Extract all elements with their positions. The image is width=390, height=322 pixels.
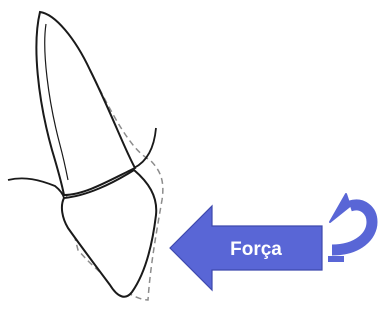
curved-arrow-tail xyxy=(328,256,344,262)
force-arrow: Força xyxy=(170,206,322,290)
curved-arrow-head xyxy=(330,194,350,222)
rotation-arrow xyxy=(328,194,372,262)
force-label: Força xyxy=(230,239,282,260)
gum-line-left xyxy=(8,178,64,198)
